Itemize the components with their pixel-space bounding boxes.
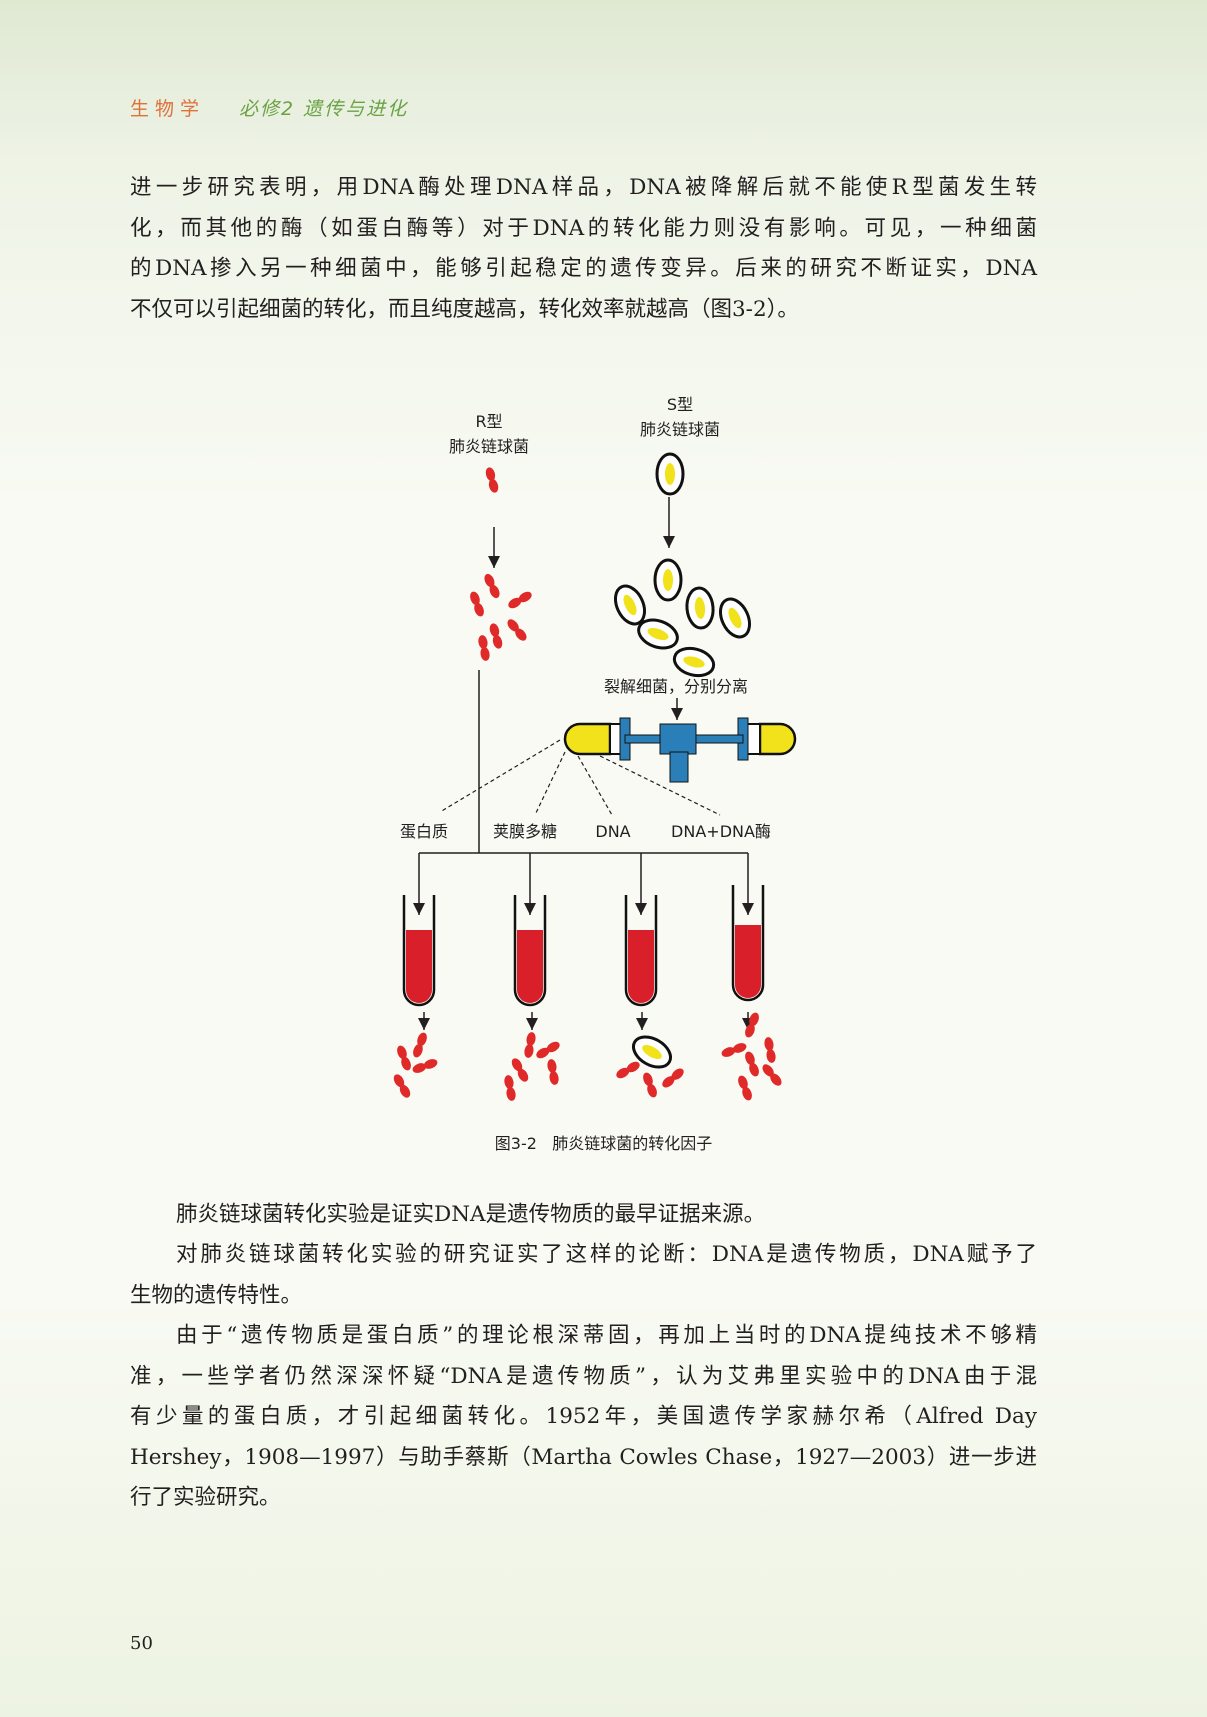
lyse-label: 裂解细菌，分别分离 [604,677,748,696]
s-bacterium [655,452,685,496]
dashed-lines [439,739,721,816]
figure-caption: 图3-2 肺炎链球菌的转化因子 [0,1130,1207,1154]
text-line: 生物的遗传特性。 [130,1282,303,1308]
text-line: 化，而其他的酶（如蛋白酶等）对于DNA的转化能力则没有影响。可见，一种细菌 [130,215,1037,241]
paragraph-1: 进一步研究表明，用DNA酶处理DNA样品，DNA被降解后就不能使R型菌发生转 化… [130,168,1037,330]
text-line: 不仅可以引起细菌的转化，而且纯度越高，转化效率就越高（图3-2）。 [130,296,799,322]
result-arrows [418,1012,754,1030]
r-type-name: 肺炎链球菌 [449,437,529,456]
result-r-colony-4 [720,1011,784,1102]
component-protein: 蛋白质 [400,822,448,841]
text-line: 有少量的蛋白质，才引起细菌转化。1952年，美国遗传学家赫尔希（Alfred D… [130,1404,1037,1429]
page-number: 50 [130,1633,153,1654]
s-bacteria-colony [608,558,757,682]
result-mixed-colony [614,1029,686,1099]
text-line: 准，一些学者仍然深深怀疑“DNA是遗传物质”，认为艾弗里实验中的DNA由于混 [130,1363,1037,1389]
test-tubes [402,885,765,1007]
component-dna-dnase: DNA+DNA酶 [671,822,771,841]
component-dna: DNA [595,822,630,841]
component-polysaccharide: 荚膜多糖 [493,822,557,841]
paragraph-4: 由于“遗传物质是蛋白质”的理论根深蒂固，再加上当时的DNA提纯技术不够精 准，一… [130,1316,1037,1519]
paragraph-3: 对肺炎链球菌转化实验的研究证实了这样的论断：DNA是遗传物质，DNA赋予了 生物… [130,1235,1037,1316]
result-r-colony-1 [391,1031,439,1100]
figure-number: 图3-2 [494,1134,537,1153]
text-line: 对肺炎链球菌转化实验的研究证实了这样的论断：DNA是遗传物质，DNA赋予了 [176,1242,1037,1267]
text-line: Hershey，1908—1997）与助手蔡斯（Martha Cowles Ch… [130,1444,1037,1470]
result-r-colony-2 [503,1031,562,1102]
r-bacteria-colony [468,572,534,662]
running-header: 生物学 必修2 遗传与进化 [130,94,408,121]
text-line: 行了实验研究。 [130,1485,281,1510]
text-line: 由于“遗传物质是蛋白质”的理论根深蒂固，再加上当时的DNA提纯技术不够精 [176,1323,1037,1348]
connector-lines [413,670,754,915]
s-type-label: S型 [667,395,693,414]
paragraph-2: 肺炎链球菌转化实验是证实DNA是遗传物质的最早证据来源。 [130,1195,1037,1236]
s-type-name: 肺炎链球菌 [640,420,720,439]
text-line: 进一步研究表明，用DNA酶处理DNA样品，DNA被降解后就不能使R型菌发生转 [130,175,1037,200]
figure-caption-text: 肺炎链球菌的转化因子 [552,1134,713,1153]
r-bacterium [484,466,500,494]
text-line: 肺炎链球菌转化实验是证实DNA是遗传物质的最早证据来源。 [176,1202,766,1227]
centrifuge [563,717,797,783]
subject-title: 生物学 [130,98,206,120]
book-title: 必修2 遗传与进化 [239,98,409,120]
r-type-label: R型 [475,412,502,431]
text-line: 的DNA掺入另一种细菌中，能够引起稳定的遗传变异。后来的研究不断证实，DNA [130,256,1037,281]
